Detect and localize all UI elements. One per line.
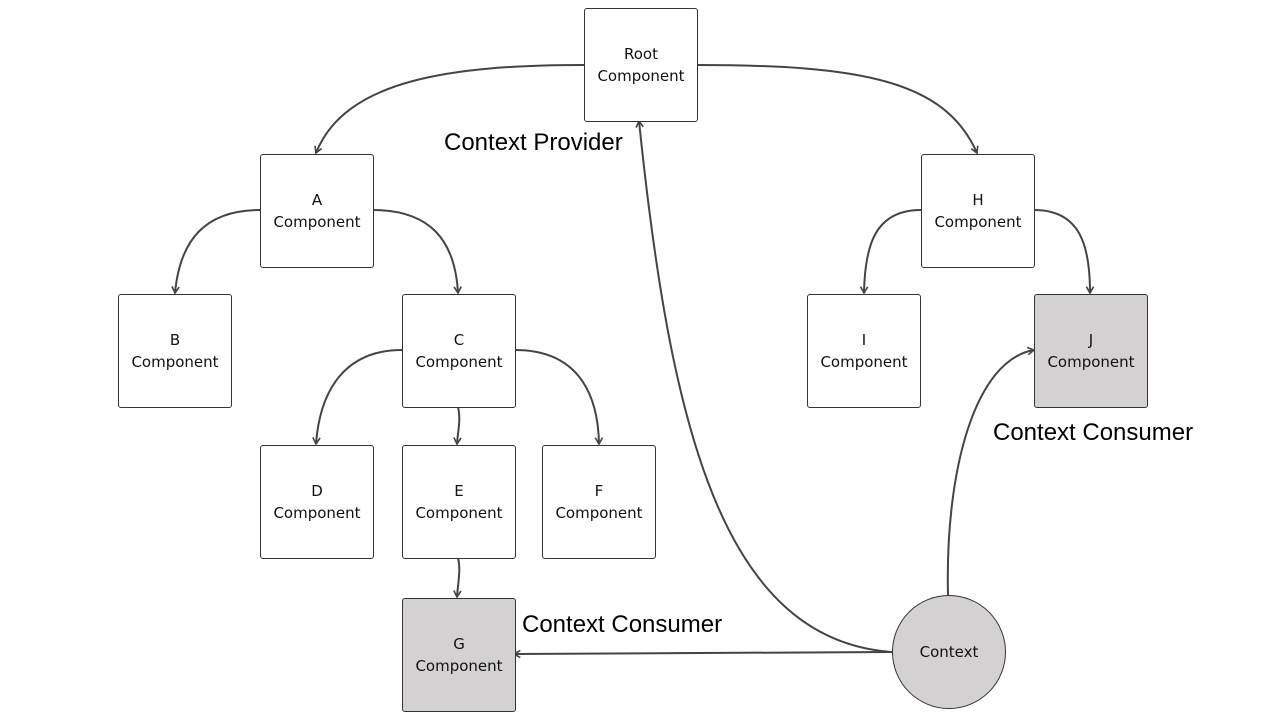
node-type: Component bbox=[273, 213, 361, 231]
c-component-node: C Component bbox=[402, 294, 516, 408]
node-label: D bbox=[311, 482, 323, 500]
node-type: Component bbox=[415, 353, 503, 371]
node-label: F bbox=[594, 482, 604, 500]
e-component-node: E Component bbox=[402, 445, 516, 559]
node-type: Component bbox=[820, 353, 908, 371]
edge-c-f bbox=[514, 349, 604, 446]
edge-a-c bbox=[372, 209, 462, 295]
edge-h-j bbox=[1033, 209, 1095, 295]
edge-root-a bbox=[314, 64, 585, 155]
node-label: C bbox=[453, 331, 465, 349]
edge-context-j bbox=[946, 346, 1036, 596]
context-consumer-annotation-j: Context Consumer bbox=[993, 419, 1194, 446]
node-type: Component bbox=[597, 67, 685, 85]
node-type: Component bbox=[273, 504, 361, 522]
node-label: H bbox=[972, 191, 984, 209]
j-component-node: J Component bbox=[1034, 294, 1148, 408]
node-label: E bbox=[454, 482, 464, 500]
b-component-node: B Component bbox=[118, 294, 232, 408]
node-label: I bbox=[861, 331, 867, 349]
edge-c-e bbox=[453, 406, 462, 446]
context-consumer-annotation-g: Context Consumer bbox=[522, 611, 723, 638]
g-component-node: G Component bbox=[402, 598, 516, 712]
edge-root-h bbox=[696, 64, 979, 155]
node-label: J bbox=[1088, 331, 1094, 349]
edge-c-d bbox=[312, 349, 403, 446]
node-type: Component bbox=[415, 504, 503, 522]
edge-h-i bbox=[859, 209, 922, 295]
f-component-node: F Component bbox=[542, 445, 656, 559]
edge-context-g bbox=[512, 649, 893, 659]
edge-a-b bbox=[171, 209, 261, 295]
i-component-node: I Component bbox=[807, 294, 921, 408]
node-label: A bbox=[311, 191, 323, 209]
node-label: G bbox=[453, 635, 465, 653]
a-component-node: A Component bbox=[260, 154, 374, 268]
context-node: Context bbox=[892, 595, 1006, 709]
edge-e-g bbox=[453, 557, 462, 599]
context-provider-annotation: Context Provider bbox=[444, 129, 623, 156]
h-component-node: H Component bbox=[921, 154, 1035, 268]
d-component-node: D Component bbox=[260, 445, 374, 559]
node-label: Root bbox=[624, 45, 658, 63]
node-type: Component bbox=[1047, 353, 1135, 371]
context-label: Context bbox=[919, 643, 979, 661]
node-type: Component bbox=[555, 504, 643, 522]
edge-context-root bbox=[635, 119, 893, 653]
node-type: Component bbox=[131, 353, 219, 371]
node-type: Component bbox=[415, 657, 503, 675]
root-component-node: Root Component bbox=[584, 8, 698, 122]
node-type: Component bbox=[934, 213, 1022, 231]
node-label: B bbox=[169, 331, 181, 349]
